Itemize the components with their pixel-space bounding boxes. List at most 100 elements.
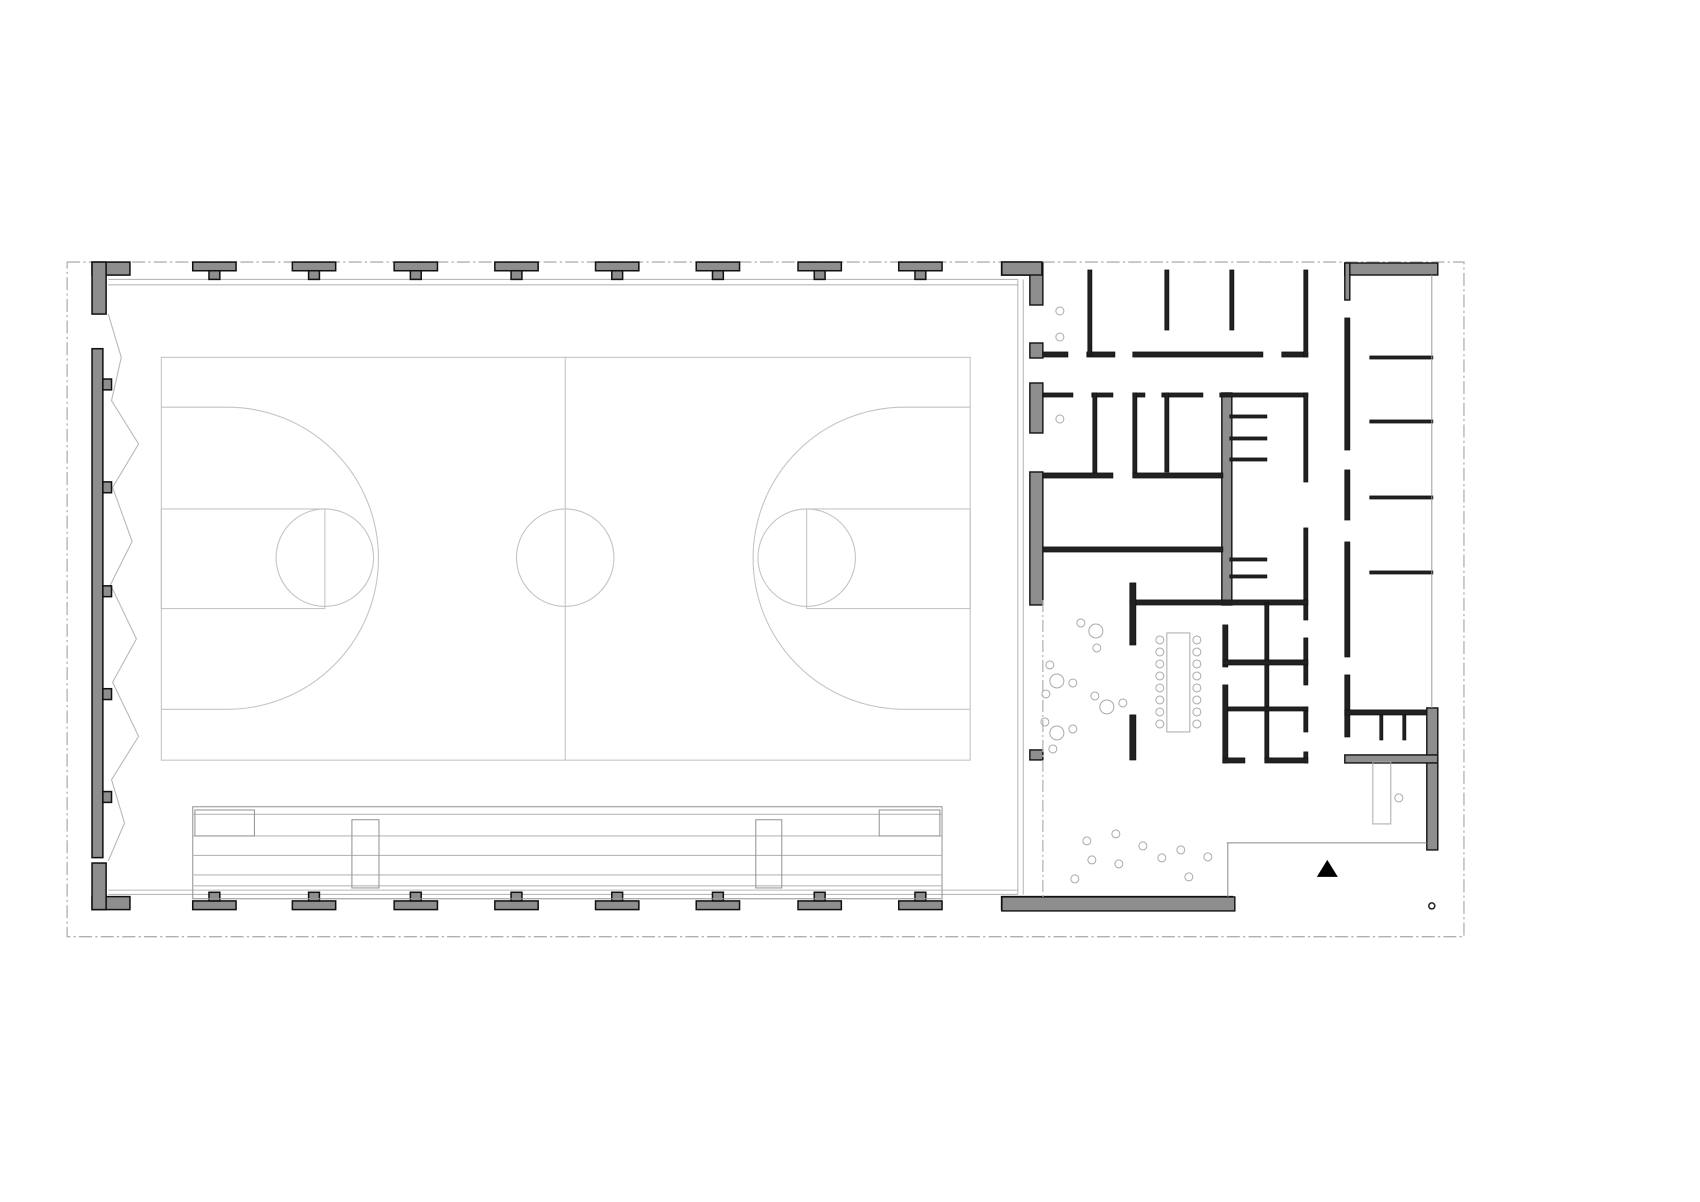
- pilaster-left: [102, 378, 113, 391]
- wall-partition: [1229, 457, 1268, 462]
- chair-or-table-icon: [1090, 691, 1100, 701]
- wall-thick: [1029, 382, 1044, 434]
- wall-partition: [1369, 419, 1434, 424]
- chair-or-table-icon: [1041, 689, 1051, 699]
- chair-or-table-icon: [1049, 725, 1065, 741]
- basketball-court: [160, 356, 971, 761]
- wall-partition: [1344, 709, 1428, 716]
- pilaster-bottom-stub: [711, 891, 725, 902]
- pilaster-bottom-stub: [307, 891, 321, 902]
- chair-or-table-icon: [1192, 647, 1202, 657]
- wall-partition: [1229, 557, 1268, 562]
- bleachers: [192, 806, 943, 900]
- chair-or-table-icon: [1192, 719, 1202, 729]
- wall-partition: [1129, 599, 1309, 606]
- wall-partition: [1369, 570, 1434, 575]
- wall-thick: [1001, 261, 1043, 276]
- wall-partition: [1222, 659, 1309, 666]
- chair-or-table-icon: [1068, 724, 1078, 734]
- chair-or-table-icon: [1157, 853, 1167, 863]
- chair-or-table-icon: [1070, 874, 1080, 884]
- pilaster-top-stub: [307, 269, 321, 281]
- wall-partition: [1369, 355, 1434, 360]
- chair-or-table-icon: [1048, 744, 1058, 754]
- pilaster-bottom-stub: [611, 891, 624, 902]
- pilaster-bottom: [393, 900, 439, 911]
- chair-or-table-icon: [1092, 643, 1102, 653]
- chair-or-table-icon: [1203, 852, 1213, 862]
- chair-or-table-icon: [1049, 673, 1065, 689]
- wall-partition: [1303, 527, 1309, 621]
- chair-or-table-icon: [1138, 841, 1148, 851]
- pilaster-top: [291, 261, 337, 272]
- wall-partition: [1164, 269, 1170, 331]
- wall-partition: [1402, 714, 1407, 741]
- property-boundary: [66, 261, 1465, 938]
- chair-or-table-icon: [1155, 659, 1165, 669]
- chair-or-table-icon: [1082, 836, 1092, 846]
- wall-thick: [1426, 707, 1439, 851]
- wall-partition: [1229, 269, 1235, 331]
- wall-thick: [1029, 749, 1044, 761]
- wall-partition: [1222, 684, 1229, 764]
- wall-partition: [1229, 436, 1268, 441]
- wall-partition: [1229, 574, 1268, 579]
- wall-partition: [1344, 469, 1351, 521]
- pilaster-bottom: [191, 900, 237, 911]
- pilaster-bottom-stub: [813, 891, 826, 902]
- wall-partition: [1344, 317, 1351, 451]
- annex-thin-walls: [1042, 269, 1434, 764]
- wall-partition: [1092, 392, 1098, 478]
- wall-partition: [1042, 392, 1074, 398]
- wall-partition: [1129, 582, 1137, 646]
- wall-partition: [1344, 541, 1351, 658]
- gym-walls: [91, 261, 1233, 911]
- wall-partition: [1303, 392, 1309, 483]
- wall-partition: [1042, 351, 1069, 358]
- pilaster-bottom-stub: [510, 891, 523, 902]
- wall-thick: [1029, 342, 1044, 359]
- chair-or-table-icon: [1068, 678, 1078, 688]
- wall-partition: [1087, 269, 1093, 356]
- chair-or-table-icon: [1192, 707, 1202, 717]
- pilaster-top: [897, 261, 943, 272]
- pilaster-bottom: [695, 900, 741, 911]
- chair-or-table-icon: [1099, 699, 1115, 715]
- wall-partition: [1129, 714, 1137, 761]
- pilaster-bottom-stub: [208, 891, 221, 902]
- furniture: [1040, 306, 1404, 884]
- chair-or-table-icon: [1192, 671, 1202, 681]
- chair-or-table-icon: [1118, 698, 1128, 708]
- wall-partition: [1042, 546, 1224, 553]
- wall-thick: [1001, 896, 1236, 912]
- chair-or-table-icon: [1040, 717, 1050, 727]
- chair-or-table-icon: [1155, 695, 1165, 705]
- chair-or-table-icon: [1111, 829, 1121, 839]
- annex-walls: [1001, 261, 1439, 912]
- pilaster-bottom-stub: [914, 891, 927, 902]
- pilaster-top: [393, 261, 439, 272]
- chair-or-table-icon: [1192, 635, 1202, 645]
- pilaster-bottom-stub: [409, 891, 422, 902]
- chair-or-table-icon: [1155, 647, 1165, 657]
- pilaster-bottom: [494, 900, 539, 911]
- chair-or-table-icon: [1088, 623, 1104, 639]
- wall-partition: [1132, 351, 1264, 358]
- wall-thick: [1221, 392, 1233, 606]
- wall-partition: [1042, 472, 1114, 479]
- meeting-table: [1166, 632, 1191, 733]
- pilaster-top-stub: [813, 269, 826, 281]
- chair-or-table-icon: [1114, 859, 1124, 869]
- wall-partition: [1229, 414, 1268, 419]
- chair-or-table-icon: [1055, 332, 1065, 342]
- wall-partition: [1264, 757, 1309, 764]
- wall-partition: [1264, 602, 1270, 761]
- chair-or-table-icon: [1192, 695, 1202, 705]
- wall-thick: [1344, 262, 1351, 301]
- pilaster-top: [494, 261, 539, 272]
- pilaster-bottom: [797, 900, 843, 911]
- chair-or-table-icon: [1192, 683, 1202, 693]
- chair-or-table-icon: [1155, 719, 1165, 729]
- wall-partition: [1091, 392, 1114, 398]
- wall-partition: [1379, 714, 1384, 741]
